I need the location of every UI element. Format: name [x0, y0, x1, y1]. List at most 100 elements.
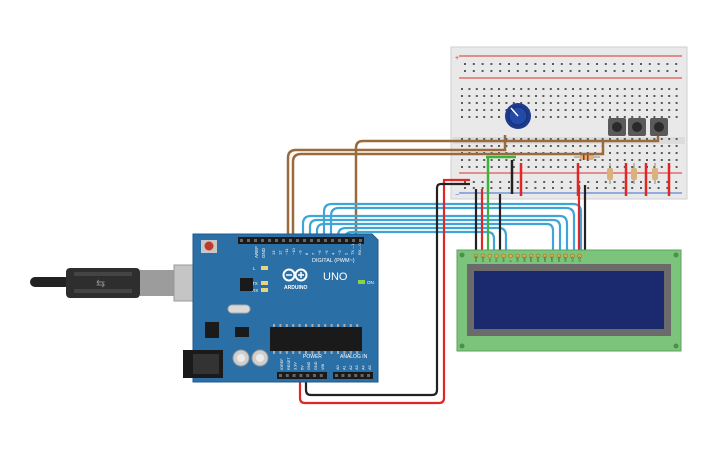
rail-hole	[613, 187, 616, 189]
lcd-pin[interactable]	[542, 253, 548, 259]
wire-blue-1[interactable]	[301, 214, 569, 254]
potentiometer[interactable]	[505, 103, 531, 129]
lcd-pin[interactable]	[528, 253, 534, 259]
header-pin[interactable]	[261, 239, 264, 242]
lcd-pin[interactable]	[515, 253, 520, 259]
header-pin[interactable]	[347, 374, 351, 377]
breadboard-hole	[498, 166, 500, 168]
header-pin[interactable]	[299, 374, 303, 377]
rail-hole	[648, 181, 651, 183]
rail-top-holes	[464, 63, 678, 72]
breadboard-hole	[586, 88, 589, 90]
pushbutton-2-cap[interactable]	[632, 122, 642, 132]
header-pin[interactable]	[345, 239, 348, 242]
header-pin[interactable]	[292, 374, 296, 377]
power-pin-label: GND	[314, 361, 318, 370]
header-pin[interactable]	[247, 239, 250, 242]
lcd-pin[interactable]	[563, 253, 568, 259]
breadboard-hole	[623, 152, 626, 154]
breadboard-hole	[572, 102, 574, 104]
pushbutton-3-cap[interactable]	[654, 122, 664, 132]
lcd-pin[interactable]	[473, 253, 479, 259]
header-pin[interactable]	[338, 239, 341, 242]
lcd-pin[interactable]	[501, 253, 506, 259]
lcd-pin[interactable]	[487, 253, 493, 259]
breadboard-hole	[505, 102, 508, 104]
breadboard-hole	[638, 166, 641, 168]
wire-5v[interactable]	[298, 178, 470, 405]
header-pin[interactable]	[240, 239, 243, 242]
pushbutton-3[interactable]	[650, 118, 668, 136]
rail-hole	[525, 63, 528, 65]
header-pin[interactable]	[331, 239, 334, 242]
header-pin[interactable]	[279, 374, 282, 377]
header-pin[interactable]	[254, 239, 257, 242]
wire-blue-5[interactable]	[329, 206, 576, 254]
lcd-pin[interactable]	[494, 253, 499, 259]
wire-blue-3[interactable]	[315, 222, 555, 254]
header-pin[interactable]	[303, 239, 306, 242]
header-pin[interactable]	[319, 374, 323, 377]
analog-header[interactable]	[333, 372, 373, 379]
rail-hole	[569, 63, 572, 65]
header-pin[interactable]	[317, 239, 320, 242]
aref-label: AREF	[254, 246, 259, 258]
header-pin[interactable]	[360, 374, 364, 377]
lcd-pin[interactable]	[508, 253, 513, 259]
breadboard-hole	[631, 166, 634, 168]
lcd-pin[interactable]	[549, 253, 555, 259]
lcd-pin[interactable]	[480, 253, 486, 259]
pushbutton-1[interactable]	[608, 118, 626, 136]
breadboard-hole	[623, 138, 626, 140]
header-pin[interactable]	[285, 374, 289, 377]
pushbutton-1-cap[interactable]	[612, 122, 622, 132]
breadboard-hole	[557, 109, 560, 111]
breadboard-hole	[579, 166, 582, 168]
header-pin[interactable]	[275, 239, 278, 242]
lcd-pin-label: GND	[474, 256, 478, 262]
rail-hole	[508, 187, 510, 189]
usb-cable[interactable]: ⇆	[30, 264, 199, 302]
lcd-pin[interactable]	[556, 253, 562, 259]
wire-brown-3[interactable]	[354, 136, 660, 241]
wire-blue-4[interactable]	[322, 202, 583, 254]
header-pin[interactable]	[352, 239, 355, 242]
pushbutton-2[interactable]	[628, 118, 646, 136]
resistor-2[interactable]	[631, 163, 637, 184]
lcd-pin[interactable]	[535, 253, 541, 259]
lcd-pin[interactable]	[522, 253, 527, 259]
lcd-pin[interactable]	[570, 253, 575, 259]
lcd-pin[interactable]	[577, 253, 582, 259]
header-pin[interactable]	[341, 374, 345, 377]
header-pin[interactable]	[289, 239, 292, 242]
wire-brown-1[interactable]	[286, 135, 507, 241]
rail-hole	[481, 70, 484, 72]
header-pin[interactable]	[367, 374, 370, 377]
header-pin[interactable]	[310, 239, 313, 242]
reset-button[interactable]	[204, 241, 214, 251]
header-pin[interactable]	[313, 374, 316, 377]
resistor-1[interactable]	[607, 163, 613, 184]
wire-gnd[interactable]	[304, 182, 470, 397]
wire-blue-2[interactable]	[308, 218, 562, 254]
resistor-horizontal[interactable]	[574, 154, 600, 160]
header-pin[interactable]	[296, 239, 299, 242]
wire-brown-2[interactable]	[291, 140, 605, 241]
breadboard-hole	[520, 102, 523, 104]
wire-blue-6[interactable]	[336, 226, 508, 254]
digital-header[interactable]	[238, 237, 364, 244]
header-pin[interactable]	[354, 374, 358, 377]
breadboard-hole	[549, 116, 552, 118]
rail-hole	[675, 181, 678, 183]
header-pin[interactable]	[268, 239, 271, 242]
header-pin[interactable]	[282, 239, 285, 242]
breadboard-hole	[468, 116, 471, 118]
resistor-3[interactable]	[652, 163, 658, 184]
header-pin[interactable]	[359, 239, 362, 242]
header-pin[interactable]	[335, 374, 338, 377]
header-pin[interactable]	[306, 374, 310, 377]
header-pin[interactable]	[324, 239, 327, 242]
